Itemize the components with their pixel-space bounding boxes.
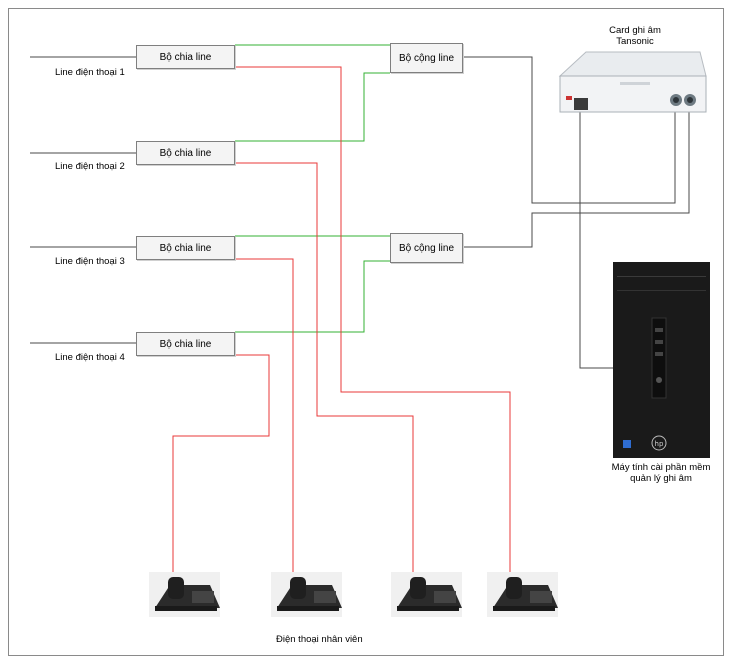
splitter-4-label: Bộ chia line: [159, 338, 212, 350]
combiner-1-to-card-wire: [463, 56, 676, 204]
red-s1-phone4: [235, 66, 511, 583]
combiner-2-label: Bộ cộng line: [398, 242, 455, 254]
recorder-card-caption-line2: Tansonic: [616, 36, 654, 47]
line-4-label: Line điện thoại 4: [55, 352, 125, 363]
combiner-1-label: Bộ cộng line: [398, 52, 455, 64]
card-to-computer-wire: [579, 110, 618, 369]
splitter-1-label: Bộ chia line: [159, 51, 212, 63]
splitter-1: Bộ chia line: [136, 45, 235, 69]
combiner-2-to-card-wire: [463, 100, 690, 248]
splitter-4: Bộ chia line: [136, 332, 235, 356]
green-s2-c1: [235, 72, 390, 142]
desk-phone-2: [271, 572, 342, 617]
recorder-card-caption: Card ghi âm Tansonic: [590, 25, 680, 47]
computer-caption-line2: quản lý ghi âm: [630, 473, 692, 484]
recorder-card-device: [558, 51, 707, 113]
splitter-2: Bộ chia line: [136, 141, 235, 165]
line-2-label: Line điện thoại 2: [55, 161, 125, 172]
splitter-3: Bộ chia line: [136, 236, 235, 260]
desk-phone-1: [149, 572, 220, 617]
recorder-card-caption-line1: Card ghi âm: [609, 25, 661, 36]
computer-caption-line1: Máy tính cài phần mềm: [611, 462, 711, 473]
diagram-frame: [8, 8, 724, 656]
line-1-label: Line điện thoại 1: [55, 67, 125, 78]
red-s4-phone1: [172, 354, 270, 583]
phones-caption: Điện thoại nhân viên: [276, 634, 363, 645]
combiner-1: Bộ cộng line: [390, 43, 463, 73]
splitter-3-label: Bộ chia line: [159, 242, 212, 254]
svg-text:hp: hp: [655, 440, 664, 448]
line-3-label: Line điện thoại 3: [55, 256, 125, 267]
green-s4-c2: [235, 260, 390, 333]
red-s3-phone2: [235, 258, 294, 583]
splitter-2-label: Bộ chia line: [159, 147, 212, 159]
combiner-2: Bộ cộng line: [390, 233, 463, 263]
red-s2-phone3: [235, 162, 414, 583]
computer-caption: Máy tính cài phần mềm quản lý ghi âm: [596, 462, 726, 484]
computer-tower: hp: [613, 262, 710, 458]
desk-phone-4: [487, 572, 558, 617]
desk-phone-3: [391, 572, 462, 617]
